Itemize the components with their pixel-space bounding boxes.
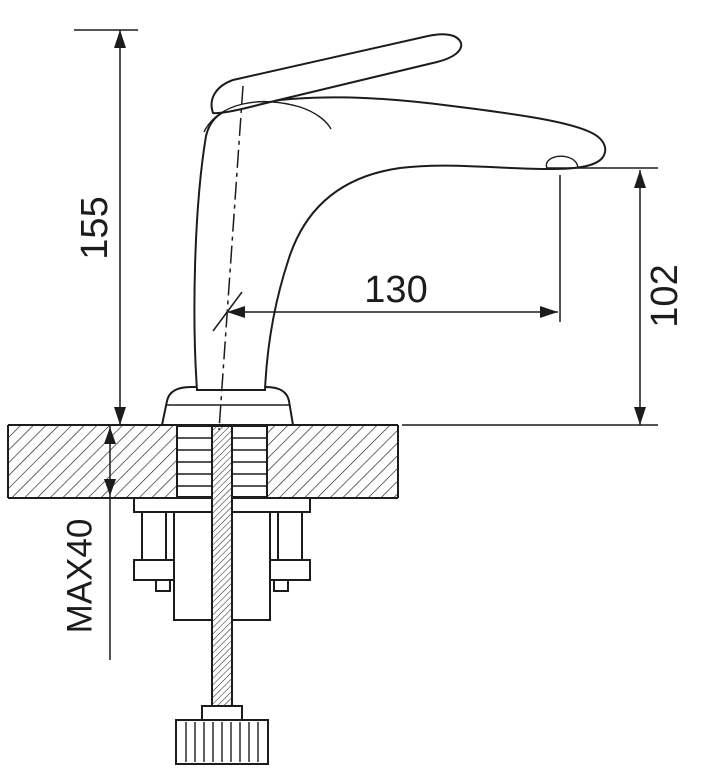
dim-label-max40: MAX40: [61, 519, 100, 634]
faucet-base: [160, 386, 295, 426]
arrow-left: [227, 306, 245, 318]
counter-hatch-left: [9, 426, 177, 497]
cartridge-cap-line: [203, 100, 332, 133]
dimension-130: 130: [212, 175, 561, 332]
arrow-down: [634, 407, 646, 425]
arrow-down: [104, 479, 116, 496]
counter-hatch-right: [267, 426, 398, 497]
dim-label-130: 130: [364, 269, 427, 311]
aerator-detail: [545, 155, 579, 170]
bracket-foot-right: [269, 559, 311, 581]
arrow-up: [634, 170, 646, 188]
dim-label-155: 155: [74, 196, 116, 259]
dimension-155: 155: [74, 29, 138, 425]
bracket-foot-left: [133, 559, 175, 581]
bracket-leg-right: [277, 511, 303, 565]
arrow-down: [114, 407, 126, 425]
rod-threads: [211, 425, 233, 711]
leader-tick: [212, 291, 243, 332]
arrow-up: [104, 427, 116, 444]
faucet-handle-lever: [210, 33, 463, 115]
faucet: [160, 33, 607, 426]
bracket-tab-right: [273, 579, 289, 592]
centerline: [218, 85, 244, 431]
threaded-rod: [211, 425, 233, 711]
dimension-max40: MAX40: [61, 425, 116, 660]
dimension-102: 102: [402, 167, 686, 426]
faucet-body-and-spout: [193, 96, 607, 391]
counter-section: [7, 424, 399, 499]
knurled-nut: [175, 705, 269, 765]
arrow-right: [540, 306, 558, 318]
dim-label-102: 102: [644, 264, 686, 327]
bracket-leg-left: [141, 511, 167, 565]
bracket-tab-left: [155, 579, 171, 592]
arrow-up: [114, 30, 126, 48]
